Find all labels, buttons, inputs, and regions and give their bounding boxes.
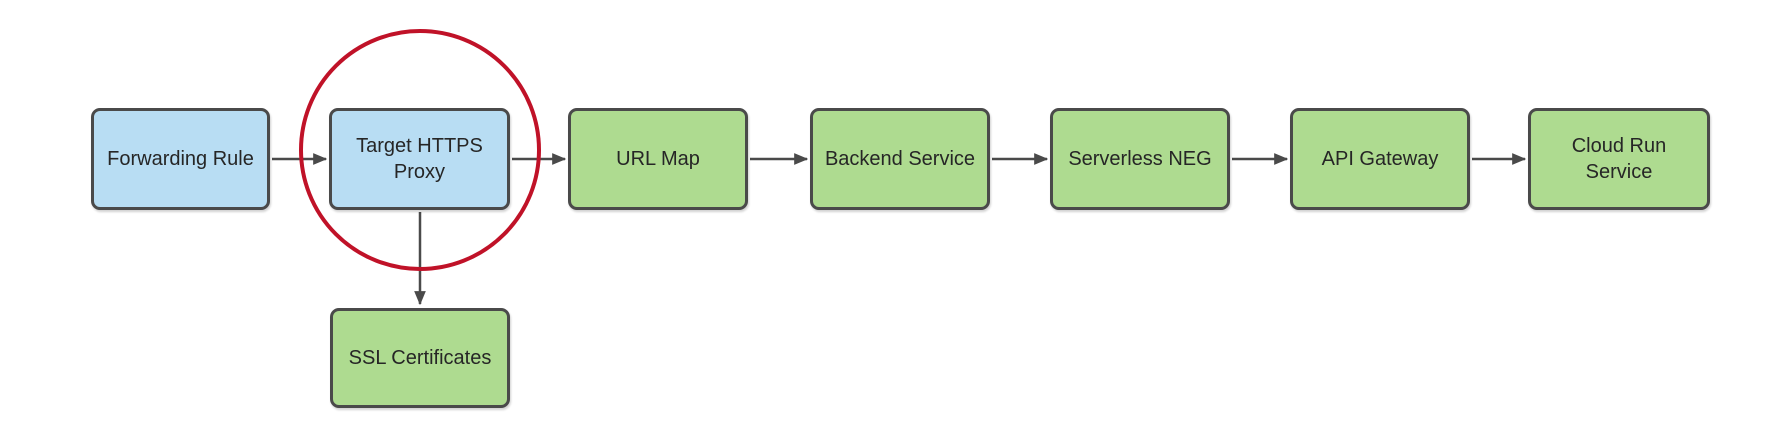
node-backend-service: Backend Service	[810, 108, 990, 210]
node-api-gateway: API Gateway	[1290, 108, 1470, 210]
node-cloud-run-service-label: Cloud Run Service	[1571, 135, 1667, 183]
highlight-circle	[299, 29, 541, 271]
node-forwarding-rule-label: Forwarding Rule	[107, 148, 254, 170]
node-target-https-proxy: Target HTTPS Proxy	[329, 108, 510, 210]
node-ssl-certificates: SSL Certificates	[330, 308, 510, 408]
node-cloud-run-service: Cloud Run Service	[1528, 108, 1710, 210]
node-serverless-neg: Serverless NEG	[1050, 108, 1230, 210]
node-ssl-certificates-label: SSL Certificates	[348, 347, 492, 369]
node-api-gateway-label: API Gateway	[1321, 148, 1439, 170]
node-backend-service-label: Backend Service	[824, 148, 976, 170]
node-url-map-label: URL Map	[616, 148, 700, 170]
node-forwarding-rule: Forwarding Rule	[91, 108, 270, 210]
node-target-https-proxy-label: Target HTTPS Proxy	[356, 135, 483, 183]
node-url-map: URL Map	[568, 108, 748, 210]
node-serverless-neg-label: Serverless NEG	[1068, 148, 1212, 170]
